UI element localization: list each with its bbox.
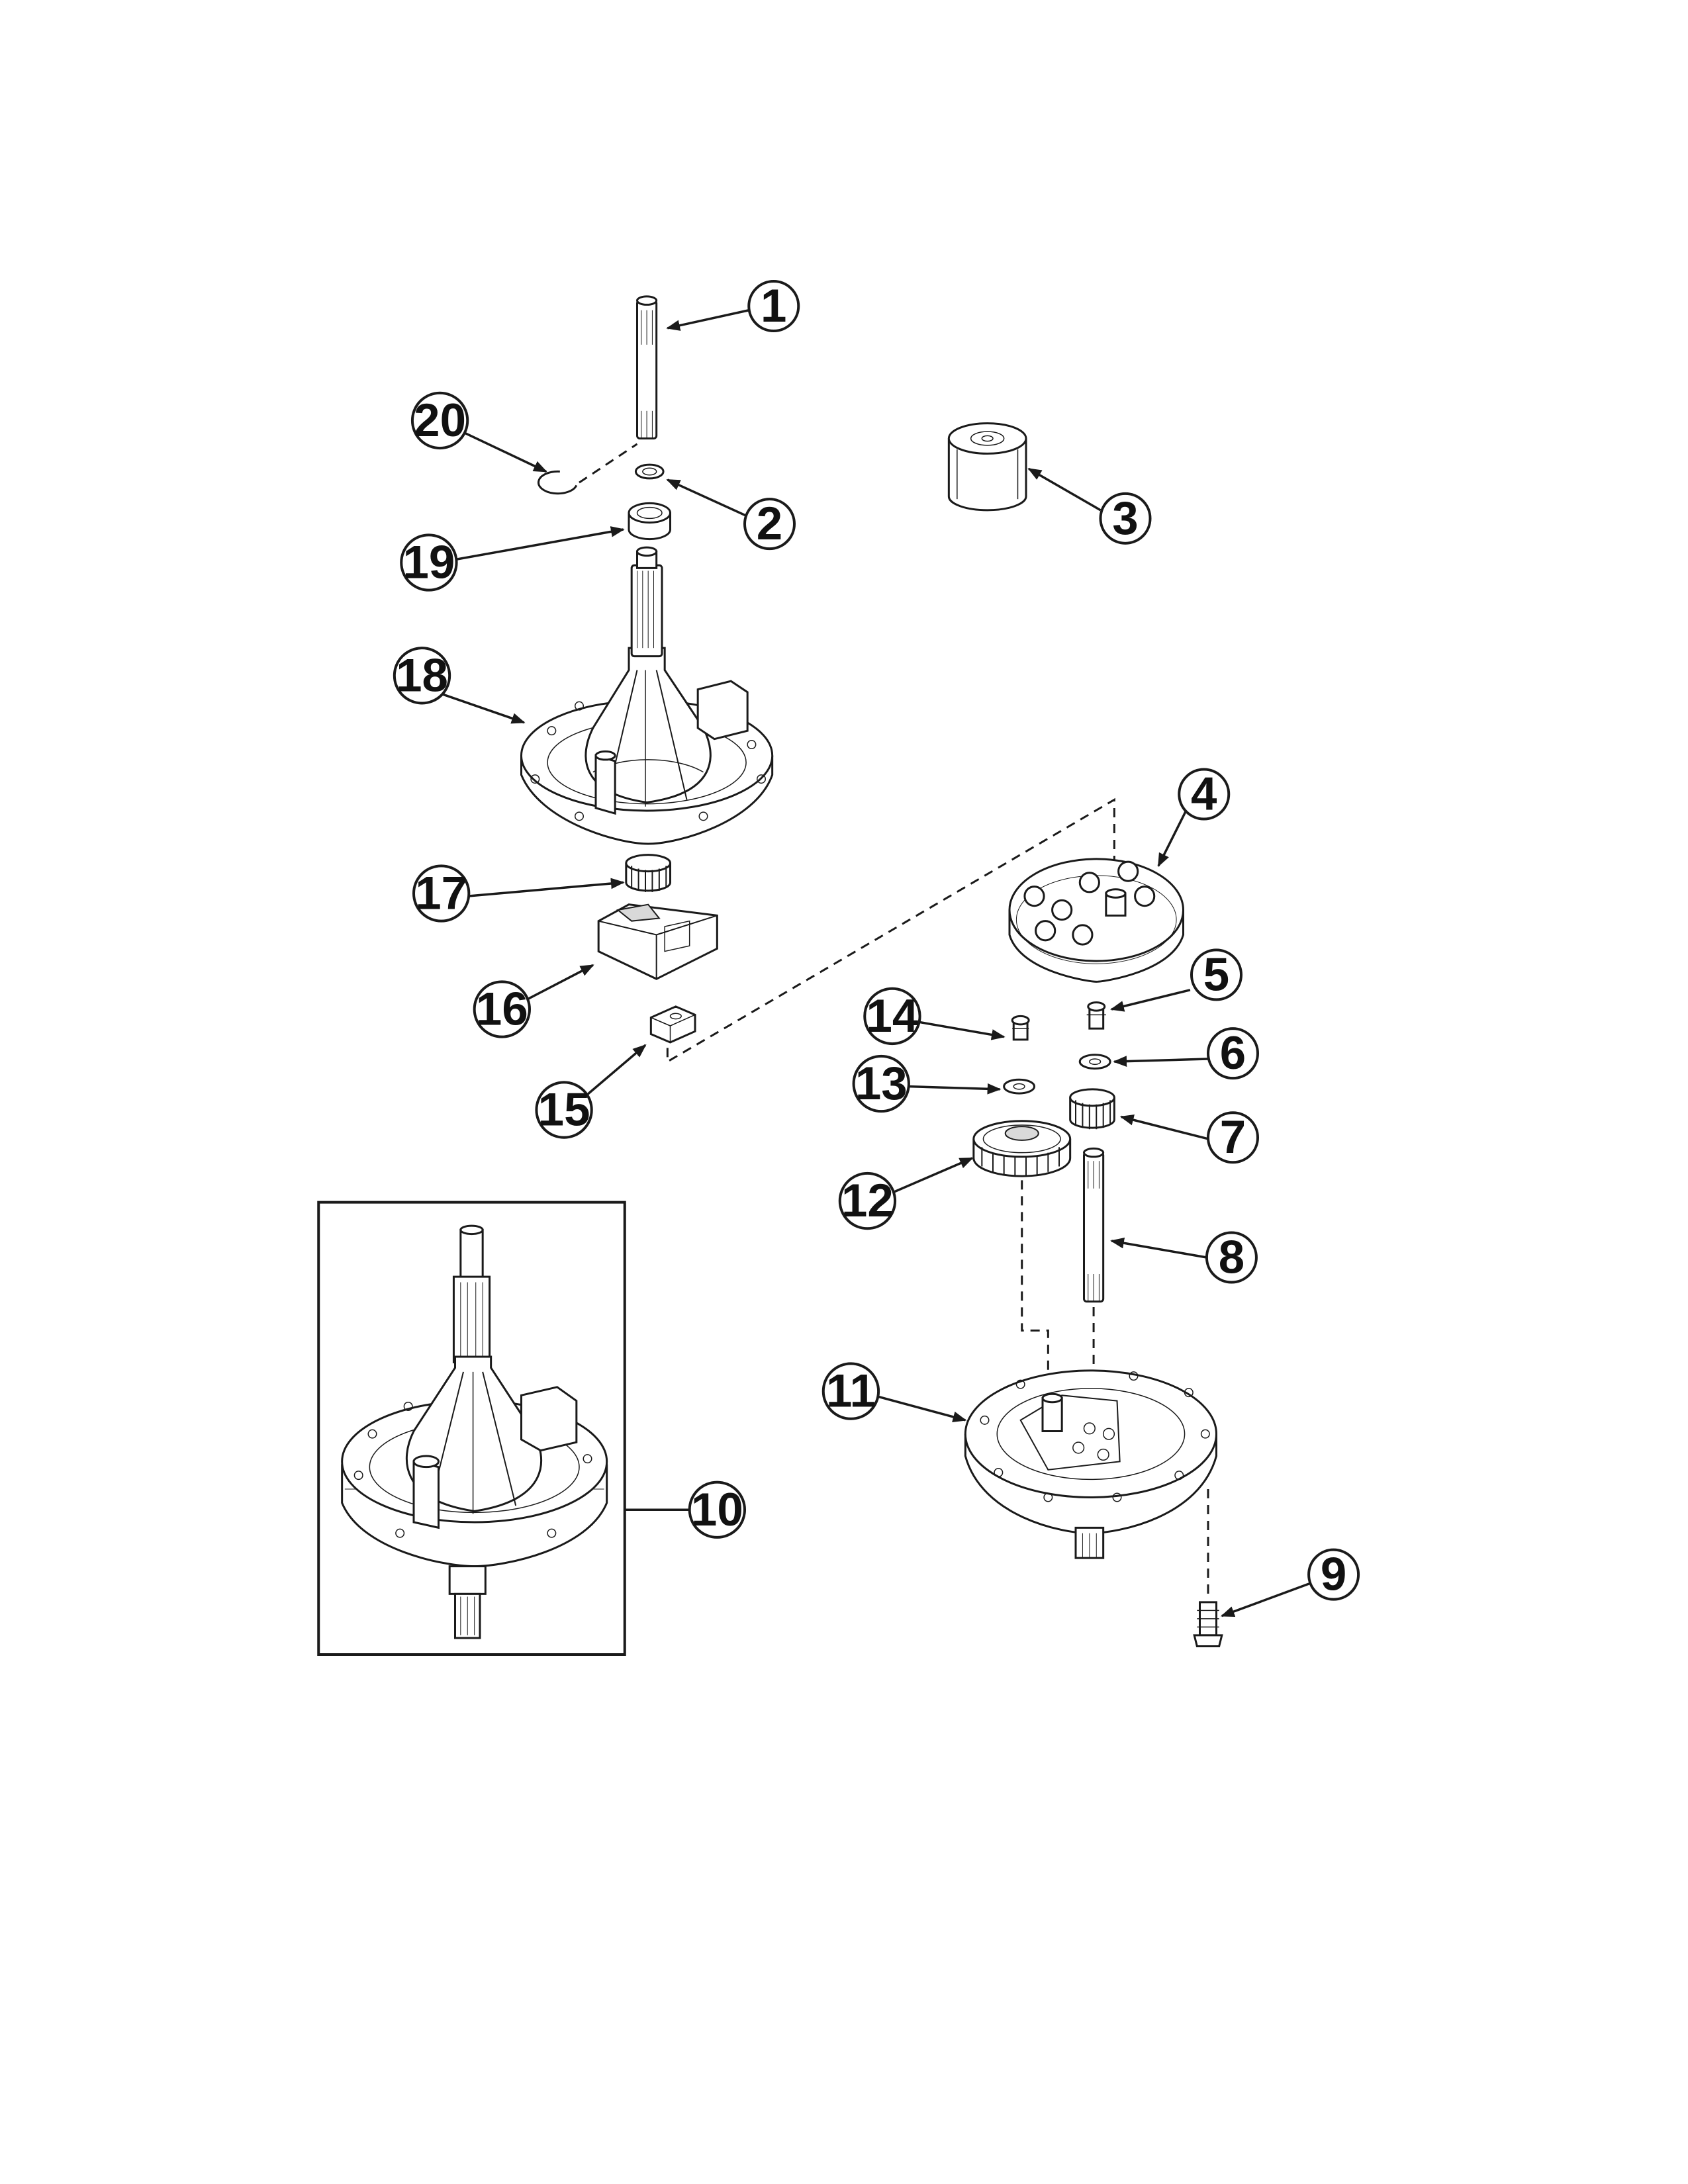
svg-text:18: 18 (396, 649, 448, 702)
callout-19: 19 (401, 535, 456, 590)
svg-text:20: 20 (414, 394, 466, 447)
part-4-pulley (1009, 859, 1184, 981)
svg-text:15: 15 (538, 1084, 590, 1136)
part-10-inset-assembly (318, 1203, 689, 1655)
part-12-large-gear (974, 1121, 1070, 1176)
callout-2: 2 (745, 498, 794, 550)
svg-text:4: 4 (1191, 768, 1217, 821)
callout-17: 17 (414, 866, 469, 921)
part-16-shifter (598, 905, 717, 979)
svg-text:3: 3 (1112, 492, 1138, 545)
callout-11: 11 (823, 1363, 878, 1418)
callout-12: 12 (840, 1173, 895, 1228)
callout-7: 7 (1208, 1111, 1258, 1163)
svg-text:12: 12 (841, 1175, 894, 1227)
callout-15: 15 (536, 1082, 591, 1137)
part-17-pinion-gear (626, 855, 671, 892)
part-20-retaining-ring (538, 444, 637, 494)
part-7-gear (1070, 1089, 1115, 1129)
part-2-washer (635, 465, 663, 478)
part-19-bushing (629, 503, 671, 539)
svg-text:16: 16 (476, 983, 528, 1036)
callout-18: 18 (395, 648, 449, 703)
part-8-shaft (1084, 1148, 1103, 1301)
svg-text:1: 1 (761, 280, 786, 332)
svg-text:17: 17 (415, 868, 467, 920)
callout-16: 16 (475, 981, 530, 1036)
svg-text:13: 13 (855, 1058, 908, 1110)
part-3-cylinder (949, 424, 1026, 510)
callout-4: 4 (1179, 768, 1229, 821)
callout-8: 8 (1207, 1232, 1256, 1284)
part-14-screw (1012, 1016, 1029, 1039)
part-15-slider-nut (651, 1007, 695, 1042)
part-1-shaft (637, 296, 657, 439)
leader-lines (420, 310, 1311, 1616)
callout-14: 14 (865, 989, 919, 1044)
callout-13: 13 (854, 1056, 909, 1111)
svg-text:19: 19 (403, 536, 455, 588)
svg-text:11: 11 (826, 1365, 876, 1418)
callout-10: 10 (690, 1482, 745, 1537)
callout-3: 3 (1101, 492, 1150, 545)
svg-text:2: 2 (757, 498, 782, 550)
callout-6: 6 (1208, 1027, 1258, 1079)
callout-20: 20 (412, 393, 467, 448)
part-11-gearcase-base (965, 1371, 1216, 1558)
svg-text:9: 9 (1321, 1549, 1346, 1601)
svg-text:14: 14 (867, 990, 919, 1042)
svg-text:5: 5 (1203, 948, 1229, 1001)
callout-1: 1 (749, 280, 798, 332)
part-13-washer (1004, 1079, 1035, 1093)
part-5-pin (1087, 1003, 1106, 1029)
svg-text:6: 6 (1220, 1027, 1246, 1079)
part-18-gearcase-cover (522, 547, 773, 844)
callout-9: 9 (1309, 1549, 1358, 1601)
svg-text:8: 8 (1219, 1232, 1244, 1284)
svg-text:7: 7 (1220, 1111, 1246, 1163)
part-6-washer (1080, 1055, 1110, 1069)
svg-text:10: 10 (691, 1484, 743, 1536)
part-9-bolt (1194, 1602, 1222, 1647)
callout-5: 5 (1192, 948, 1241, 1001)
